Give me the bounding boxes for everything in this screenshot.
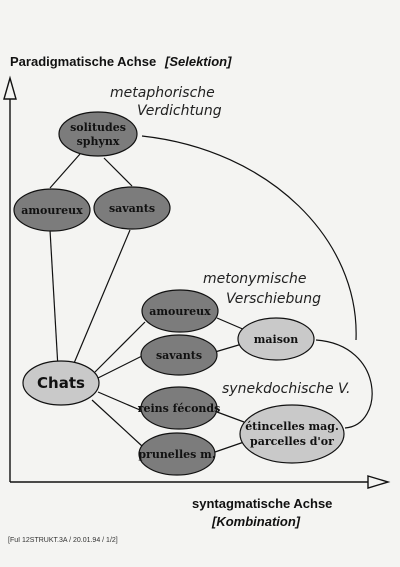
node-amoureux-top: amoureux — [13, 188, 91, 232]
edge-savants-chats — [71, 229, 131, 369]
node-maison-ellipse — [237, 317, 315, 361]
node-reins: reins féconds — [138, 386, 221, 430]
node-chats: Chats — [22, 360, 100, 406]
node-etincelles-ellipse — [239, 404, 345, 464]
node-chats-label: Chats — [37, 374, 85, 392]
edge-prunelles-etincelles — [214, 441, 245, 453]
node-amoureux-top-label: amoureux — [21, 204, 83, 217]
x-axis-label-bracket: [Kombination] — [211, 514, 301, 529]
annotation-metaphorische: metaphorische — [110, 85, 215, 101]
node-savants-mid-label: savants — [156, 349, 202, 362]
node-maison-label: maison — [254, 333, 298, 346]
edge-chats-amoureux-mid — [94, 321, 146, 373]
node-prunelles-label: prunelles m. — [138, 448, 215, 461]
vertical-axis-arrowhead — [3, 75, 17, 100]
edge-chats-savants-mid — [97, 355, 143, 379]
node-solitudes-sphynx: solitudes sphynx — [58, 111, 138, 157]
node-etincelles-label: étincelles mag. — [245, 420, 339, 433]
edge-reins-etincelles — [216, 411, 245, 423]
edge-chats-prunelles — [91, 399, 143, 447]
edge-amoureux-maison — [216, 317, 246, 331]
synecdoche-curve — [315, 339, 373, 429]
edge-solitudes-amoureux — [49, 153, 81, 189]
node-parcelles-label: parcelles d'or — [250, 435, 334, 448]
node-savants-top-label: savants — [109, 202, 155, 215]
node-amoureux-mid-label: amoureux — [149, 305, 211, 318]
node-savants-top: savants — [93, 186, 171, 230]
footer-reference: [FuI 12STRUKT.3A / 20.01.94 / 1/2] — [8, 537, 118, 544]
edge-chats-reins — [97, 391, 141, 411]
y-axis-label-bracket: [Selektion] — [164, 54, 232, 69]
x-axis-label: syntagmatische Achse — [192, 496, 332, 511]
node-savants-top-ellipse — [93, 186, 171, 230]
node-solitudes-label: solitudes — [70, 121, 126, 134]
node-prunelles: prunelles m. — [138, 432, 216, 476]
axes — [3, 75, 391, 489]
node-amoureux-top-ellipse — [13, 188, 91, 232]
edge-amoureux-chats — [49, 229, 59, 369]
node-solitudes-ellipse — [58, 111, 138, 157]
horizontal-axis-arrowhead — [367, 475, 391, 489]
annotation-verschiebung: Verschiebung — [226, 291, 321, 307]
y-axis-label: Paradigmatische Achse — [10, 54, 156, 69]
edge-solitudes-savants — [103, 157, 133, 187]
edge-savants-maison — [214, 343, 243, 353]
node-chats-ellipse — [22, 360, 100, 406]
node-maison: maison — [237, 317, 315, 361]
node-etincelles: étincelles mag. parcelles d'or — [239, 404, 345, 464]
node-reins-label: reins féconds — [138, 402, 221, 415]
node-savants-mid: savants — [140, 334, 218, 376]
connectors — [49, 135, 373, 453]
annotation-metonymische: metonymische — [203, 271, 306, 287]
node-prunelles-ellipse — [138, 432, 216, 476]
node-reins-ellipse — [140, 386, 218, 430]
metaphor-arc — [141, 135, 357, 341]
annotation-synekdochische: synekdochische V. — [222, 381, 350, 397]
node-savants-mid-ellipse — [140, 334, 218, 376]
node-amoureux-mid: amoureux — [141, 289, 219, 333]
annotation-verdichtung: Verdichtung — [137, 103, 222, 119]
node-sphynx-label: sphynx — [77, 135, 120, 148]
node-amoureux-mid-ellipse — [141, 289, 219, 333]
